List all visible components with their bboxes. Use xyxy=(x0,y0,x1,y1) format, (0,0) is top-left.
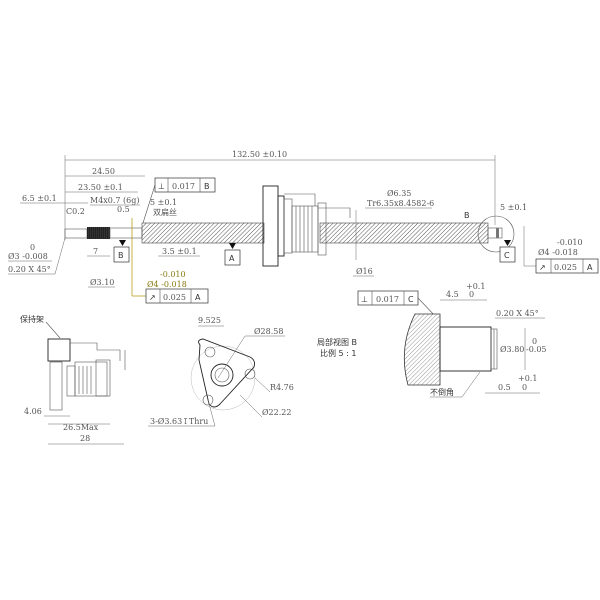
shaft-end-left xyxy=(64,228,88,239)
shaft-end-right xyxy=(487,227,503,239)
fcf-perpendicularity-c: ⊥ 0.017 C xyxy=(357,290,438,319)
dim-23-50: 23.50 ±0.1 xyxy=(78,183,123,192)
dim-9-525: 9.525 xyxy=(198,316,221,325)
dia-28-58: Ø28.58 xyxy=(254,327,283,336)
dim-28: 28 xyxy=(80,434,90,443)
retainer-view: 保持架 4.06 26.5Max 28 xyxy=(20,314,126,445)
lead-screw-thread xyxy=(141,222,265,244)
double-end-label: 双扁丝 xyxy=(153,207,177,217)
lead-screw-thread-right xyxy=(319,222,489,244)
detail-b-circle xyxy=(477,215,515,253)
main-view: 132.50 ±0.10 24.50 23.50 ±0.1 6.5 ±0.1 M… xyxy=(8,150,599,304)
dia-16: Ø16 xyxy=(356,267,373,276)
detail-title: 局部视图 B xyxy=(317,337,357,347)
svg-text:⊥: ⊥ xyxy=(361,295,368,304)
no-chamfer-label: 不倒角 xyxy=(430,387,454,397)
dia-3-10: Ø3.10 xyxy=(90,278,114,287)
svg-text:A: A xyxy=(195,293,201,302)
svg-text:↗: ↗ xyxy=(539,263,546,272)
overall-length-dim: 132.50 ±0.10 xyxy=(232,150,287,159)
dia-3-80: Ø3.80 xyxy=(500,345,524,354)
dia-22-22: Ø22.22 xyxy=(262,408,291,417)
datum-b-left: B xyxy=(113,240,130,263)
dim-4-5: 4.5 xyxy=(446,290,459,299)
dim-0-5: 0.5 xyxy=(117,205,130,214)
svg-text:↗: ↗ xyxy=(149,293,156,302)
retainer-label: 保持架 xyxy=(20,314,44,324)
svg-text:0.025: 0.025 xyxy=(163,293,186,302)
dia-3-80-tol-top: 0 xyxy=(532,337,537,346)
dim-24-50: 24.50 xyxy=(92,167,115,176)
dim-0-5: 0.5 xyxy=(498,383,511,392)
dim-4-5-tol-top: +0.1 xyxy=(466,282,485,291)
svg-text:0.017: 0.017 xyxy=(376,295,399,304)
detail-chamfer: 0.20 X 45° xyxy=(496,309,539,318)
datum-a: A xyxy=(224,243,241,266)
dim-6-5: 6.5 ±0.1 xyxy=(22,194,57,203)
dia4-right-upper-tol: -0.010 xyxy=(557,238,583,247)
svg-text:B: B xyxy=(118,251,124,260)
detail-b-marker: B xyxy=(464,211,470,220)
dim-5-right: 5 ±0.1 xyxy=(500,203,527,212)
dim-4-06: 4.06 xyxy=(24,407,42,416)
chamfer-c02: C0.2 xyxy=(66,207,85,216)
dia-3: Ø3 -0.008 xyxy=(8,252,48,261)
dim-0-5-tol-top: +0.1 xyxy=(518,374,537,383)
dia3-tol-top: 0 xyxy=(30,243,35,252)
fcf-perpendicularity-b: ⊥ 0.017 B xyxy=(142,177,216,224)
dia-3-80-tol-bot: -0.05 xyxy=(526,345,547,354)
holes-callout: 3-Ø3.63↧Thru xyxy=(150,417,208,426)
svg-text:C: C xyxy=(408,295,414,304)
m4-thread xyxy=(87,227,110,239)
dim-0-5-tol-bot: 0 xyxy=(522,383,527,392)
dim-26-5max: 26.5Max xyxy=(63,423,99,432)
svg-text:C: C xyxy=(504,251,510,260)
shaft-journal-left xyxy=(109,227,143,239)
svg-text:A: A xyxy=(229,254,235,263)
dim-5-left: 5 ±0.1 xyxy=(150,198,177,207)
datum-c: C xyxy=(499,240,516,263)
r-4-76: R4.76 xyxy=(270,383,294,392)
dia-4-right: Ø4 -0.018 xyxy=(538,248,578,257)
svg-text:⊥: ⊥ xyxy=(158,182,165,191)
nut-assembly xyxy=(262,185,351,267)
detail-view-b: 局部视图 B 比例 5 : 1 ⊥ 0.017 C +0.1 4.5 0 0.2… xyxy=(317,282,547,398)
dim-4-5-tol-bot: 0 xyxy=(469,290,474,299)
chamfer-020-left: 0.20 X 45° xyxy=(8,265,51,274)
fcf-runout-right: ↗ 0.025 A xyxy=(535,258,599,274)
dia4-left-upper-tol: -0.010 xyxy=(160,270,186,279)
flange-view: 9.525 Ø28.58 R4.76 Ø22.22 3-Ø3.63↧Thru xyxy=(148,316,294,427)
svg-text:0.025: 0.025 xyxy=(554,263,577,272)
thread-tr-label: Tr6.35x8.4582-6 xyxy=(367,199,434,208)
svg-text:0.017: 0.017 xyxy=(172,182,195,191)
thread-m4-label: M4x0.7 (6g) xyxy=(90,196,140,205)
dia-4-left: Ø4 -0.018 xyxy=(147,280,187,289)
dia-6-35: Ø6.35 xyxy=(387,189,411,198)
svg-text:A: A xyxy=(587,263,593,272)
dim-3-5: 3.5 ±0.1 xyxy=(162,247,197,256)
fcf-runout-left: ↗ 0.025 A xyxy=(145,288,209,304)
svg-text:B: B xyxy=(204,182,210,191)
dim-7: 7 xyxy=(93,247,98,256)
detail-scale: 比例 5 : 1 xyxy=(320,348,357,358)
